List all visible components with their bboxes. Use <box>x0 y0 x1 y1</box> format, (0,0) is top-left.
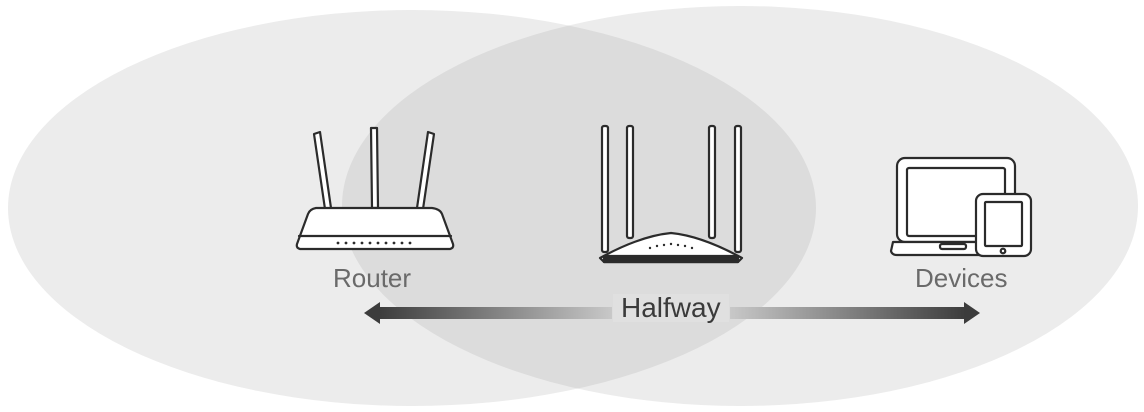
devices-label: Devices <box>915 263 1008 293</box>
arrow-right-shaft <box>730 307 966 319</box>
router-icon <box>295 126 455 251</box>
halfway-label: Halfway <box>613 294 729 322</box>
arrow-left-head <box>364 302 380 324</box>
router-label: Router <box>333 263 412 293</box>
arrow-right-head <box>964 302 980 324</box>
tablet-icon <box>974 192 1033 258</box>
arrow-left-shaft <box>378 307 612 319</box>
halfway-arrow <box>364 302 980 324</box>
range-extender-icon <box>598 124 744 264</box>
